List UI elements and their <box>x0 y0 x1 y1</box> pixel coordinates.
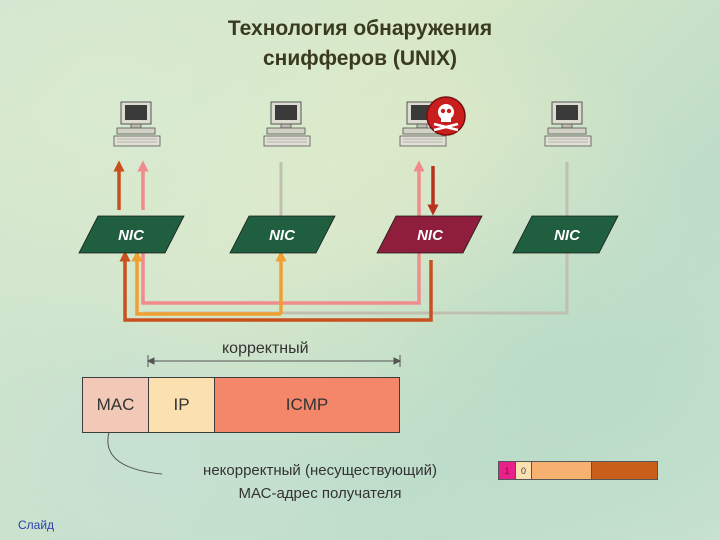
red-request-path <box>113 160 433 322</box>
correct-label: корректный <box>222 340 309 357</box>
nic-1: NIC <box>78 215 185 254</box>
nic-label: NIC <box>118 227 145 244</box>
network-bus <box>143 162 569 315</box>
nic-3-sniffer: NIC <box>376 215 483 254</box>
title-line-2: снифферов (UNIX) <box>263 47 457 70</box>
slide-title: Технология обнаружения снифферов (UNIX) <box>0 14 720 74</box>
incorrect-mac-note: некорректный (несуществующий) МАС-адрес … <box>170 459 470 505</box>
bit-segment-dark <box>592 462 657 479</box>
slide-footer: Слайд <box>18 518 55 532</box>
computer-icon <box>263 101 311 147</box>
bit-strip: 1 0 <box>498 461 658 480</box>
nic-4: NIC <box>512 215 619 254</box>
skull-icon <box>426 96 466 136</box>
packet-field-icmp: ICMP <box>215 378 399 432</box>
nic-2: NIC <box>229 215 336 254</box>
computer-icon <box>544 101 592 147</box>
nic-label: NIC <box>554 227 581 244</box>
note-line-1: некорректный (несуществующий) <box>203 462 437 479</box>
computer-icon <box>113 101 161 147</box>
correct-bracket <box>146 355 402 367</box>
packet-field-mac: MAC <box>83 378 149 432</box>
nic-label: NIC <box>269 227 296 244</box>
orange-reply-path <box>131 250 287 316</box>
packet: MAC IP ICMP <box>82 377 400 433</box>
note-line-2: МАС-адрес получателя <box>238 485 402 502</box>
title-line-1: Технология обнаружения <box>227 17 493 40</box>
nic-label: NIC <box>417 227 444 244</box>
bit-0: 0 <box>516 462 532 479</box>
bit-1: 1 <box>499 462 516 479</box>
mac-callout-line <box>107 431 163 475</box>
bit-segment-orange <box>532 462 592 479</box>
packet-field-ip: IP <box>149 378 215 432</box>
